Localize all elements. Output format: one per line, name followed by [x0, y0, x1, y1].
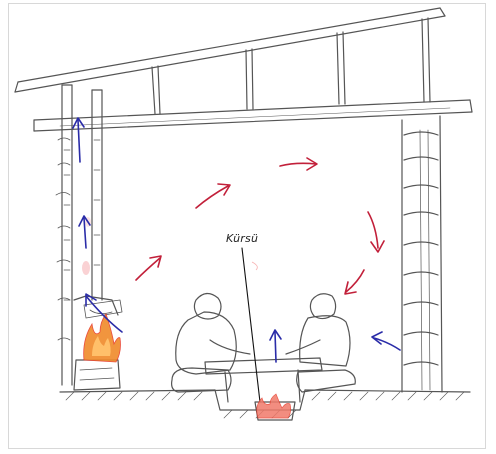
kursu-label: Kürsü	[226, 232, 258, 245]
fire-icon	[84, 314, 121, 362]
kursu-leader-line	[242, 248, 260, 402]
roof-posts	[152, 18, 430, 114]
cool-air-arrow-icon	[372, 332, 400, 350]
warm-air-arrow-icon	[368, 212, 384, 252]
left-stone-wall	[56, 138, 122, 340]
brazier-fire-icon	[252, 262, 291, 418]
cool-air-arrow-icon	[270, 330, 281, 362]
warm-air-arrow-icon	[345, 270, 364, 294]
right-figure	[286, 294, 350, 366]
right-stone-column	[402, 116, 442, 392]
warm-air-arrow-icon	[280, 158, 317, 170]
warm-air-arrow-icon	[136, 256, 161, 280]
cool-air-arrow-icon	[73, 118, 84, 162]
roof	[15, 8, 445, 92]
warm-air-arrow-icon	[196, 184, 230, 208]
